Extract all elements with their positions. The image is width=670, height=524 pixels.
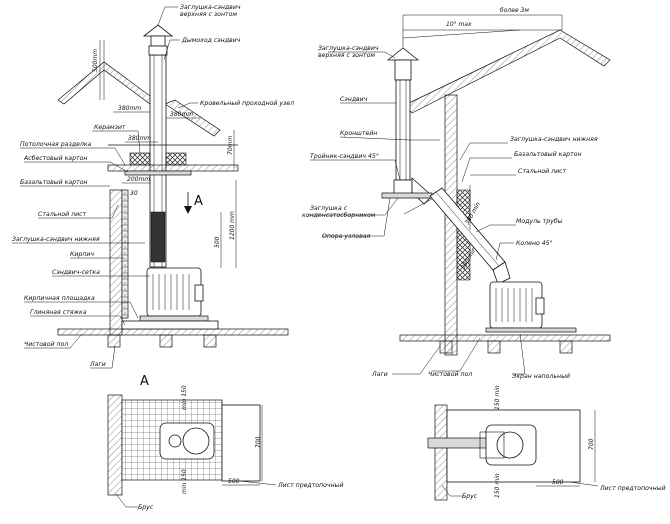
label-support-console: Опора узловая	[322, 233, 371, 240]
inclined-pipe	[429, 187, 511, 285]
label-plug-sandwich-lower-left: Заглушка-сэндвич нижняя	[12, 236, 100, 243]
ceiling-cut-left	[107, 144, 239, 176]
label-basalt-board-right: Базальтовый картон	[514, 151, 582, 158]
label-chimney-sandwich: Дымоход сэндвич	[181, 37, 241, 44]
label-plug-sandwich-lower-right: Заглушка-сэндвич нижняя	[510, 136, 598, 143]
leaders-left	[12, 6, 198, 369]
left-elevation: А 500mm 380mm 380mm 380mm 70mm 200mm 30 …	[12, 4, 294, 369]
label-elbow: Колено 45°	[516, 239, 553, 247]
roof-right	[402, 15, 611, 114]
chimney-pipe-right	[381, 47, 440, 215]
dim-1200: 1200 mm	[229, 211, 236, 240]
view-a-arrow-label: А	[194, 194, 203, 209]
label-asbestos-board: Асбестовый картон	[23, 154, 87, 162]
dim-150-a: min 150	[181, 385, 188, 410]
label-tee-sandwich: Тройник-сэндвич 45°	[310, 152, 379, 160]
wall-left	[109, 189, 129, 336]
chimney-pipe-left	[142, 24, 174, 268]
dim-200: 200mm	[127, 176, 150, 183]
dim-500-right: 500	[552, 479, 564, 486]
label-basalt-board-left: Базальтовый картон	[20, 179, 88, 186]
dim-150-d: 150 min	[494, 473, 501, 498]
label-clean-floor-left: Чистовой пол	[24, 341, 68, 348]
label-steel-sheet-left: Стальной лист	[38, 211, 87, 218]
label-bracket: Кронштейн	[340, 130, 377, 137]
dim-30: 30	[130, 190, 138, 197]
dim-500-left: 500	[228, 478, 240, 485]
label-pre-furnace-left: Лист предтопочный	[277, 482, 344, 489]
label-ceiling-cut: Потолочная разделка	[20, 141, 92, 148]
leaders-right	[308, 51, 526, 375]
dim-70: 70mm	[227, 136, 234, 155]
dim-500-mid: 500	[214, 236, 221, 248]
label-sandwich-right: Сэндвич	[340, 96, 368, 103]
label-ceramzit: Керамзит	[94, 124, 126, 131]
dim-380-b: 380mm	[170, 111, 193, 118]
view-a-title: А	[140, 374, 149, 389]
label-floor-screen: Экран напольный	[511, 373, 570, 380]
dim-angle-10: 10° max	[446, 21, 472, 28]
dim-more-3m: более 3м	[500, 7, 529, 14]
floor-right	[399, 334, 611, 354]
label-joists-left: Лаги	[89, 361, 106, 368]
label-pre-furnace-right: Лист предтопочный	[599, 485, 666, 492]
plan-view-a: А 700 500 min 150 min 150 Брус Лист пред…	[107, 374, 344, 511]
label-beam-left: Брус	[138, 504, 154, 511]
dim-700-left: 700	[255, 436, 262, 448]
label-sandwich-mesh: Сэндвич-сетка	[52, 269, 100, 276]
stove-left	[139, 267, 209, 322]
dim-700-right: 700	[588, 438, 595, 450]
label-brick: Кирпич	[70, 251, 94, 258]
label-clean-floor-right: Чистовой пол	[428, 371, 472, 378]
label-clay-screed: Глиняная стяжка	[30, 309, 87, 316]
dim-500-top: 500mm	[92, 49, 99, 72]
floor-left	[57, 320, 289, 348]
view-a-arrow: А	[184, 192, 203, 214]
label-brick-platform: Кирпичная площадка	[24, 295, 95, 302]
roof-left	[57, 40, 221, 137]
dim-150-b: min 150	[181, 469, 188, 494]
label-joists-right: Лаги	[371, 371, 388, 378]
label-steel-sheet-right: Стальной лист	[518, 168, 567, 175]
label-roof-node: Кровельный проходной узел	[200, 100, 294, 107]
right-elevation: более 3м 10° max 380 min 380 min	[302, 7, 611, 380]
label-beam-right: Брус	[462, 493, 478, 500]
stove-right	[485, 281, 577, 333]
dim-380-a: 380mm	[118, 105, 141, 112]
dim-150-c: 150 min	[494, 385, 501, 410]
plan-right: 700 500 150 min 150 min Брус Лист предто…	[427, 385, 666, 501]
dims-left: 500mm 380mm 380mm 380mm 70mm 200mm 30 50…	[92, 40, 237, 268]
label-pipe-module: Модуль трубы	[516, 217, 563, 225]
dim-380-c: 380mm	[128, 135, 151, 142]
